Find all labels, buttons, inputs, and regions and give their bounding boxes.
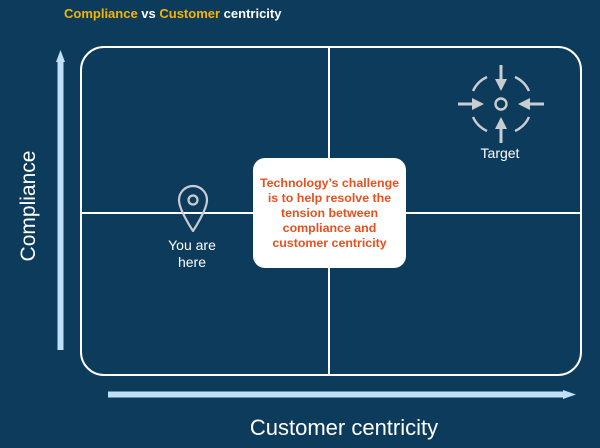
you-are-here-label: You are here xyxy=(152,237,232,271)
you-are-here-line1: You are xyxy=(168,237,216,253)
y-axis-arrow xyxy=(56,50,65,350)
title-centricity: centricity xyxy=(220,6,282,21)
title-customer: Customer xyxy=(159,6,221,21)
location-pin-icon xyxy=(177,184,209,233)
you-are-here-line2: here xyxy=(177,254,207,270)
x-axis-label: Customer centricity xyxy=(249,415,439,440)
diagram-title: Compliance vs Customer centricity xyxy=(64,6,281,21)
x-axis-arrow xyxy=(108,390,576,399)
callout-text: Technology’s challenge is to help resolv… xyxy=(259,175,400,250)
quadrant-frame xyxy=(80,46,582,376)
tension-callout: Technology’s challenge is to help resolv… xyxy=(253,158,406,268)
y-axis-label: Compliance xyxy=(17,150,40,262)
title-vs: vs xyxy=(137,6,160,21)
crosshair-target-icon xyxy=(458,65,544,143)
title-compliance: Compliance xyxy=(64,6,138,21)
target-label: Target xyxy=(480,145,520,161)
